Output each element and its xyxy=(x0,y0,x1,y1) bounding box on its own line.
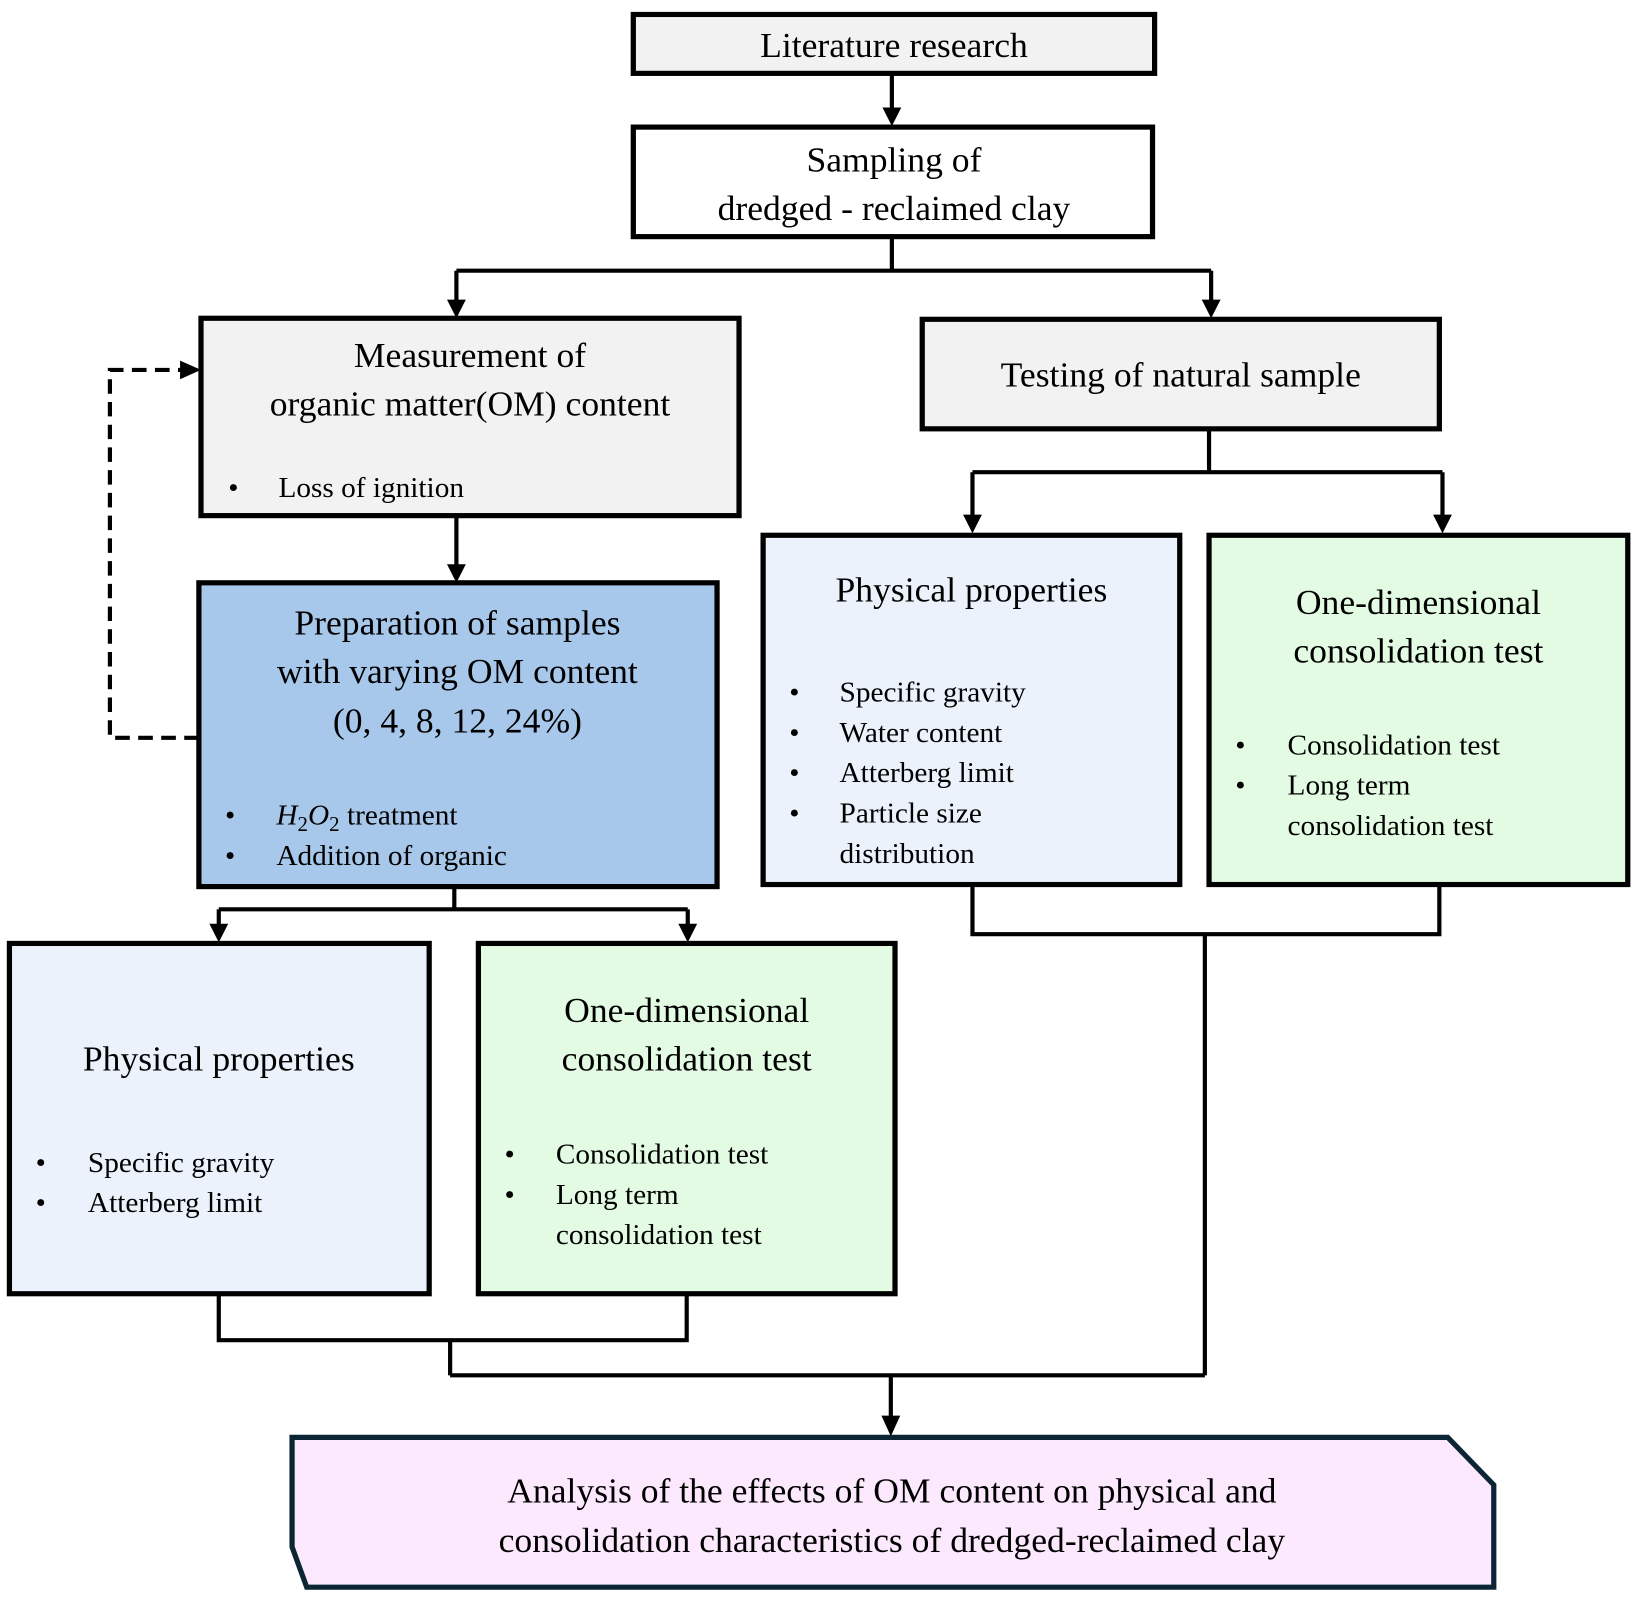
arrowhead-icon xyxy=(882,107,902,127)
bullet-item: Water content xyxy=(840,717,1003,749)
node-analysis: Analysis of the effects of OM content on… xyxy=(289,1434,1497,1590)
bullet-icon: • xyxy=(1235,770,1245,802)
node-literature-research: Literature research xyxy=(630,11,1158,76)
bullet-icon: • xyxy=(789,757,799,789)
node-preparation: Preparation of samples with varying OM c… xyxy=(196,580,720,890)
bullet-item: Loss of ignition xyxy=(278,472,464,504)
node-natural-physical: Physical properties • Specific gravity •… xyxy=(760,532,1183,888)
node-title-line: (0, 4, 8, 12, 24%) xyxy=(333,701,582,741)
bullet-item: Specific gravity xyxy=(88,1147,275,1179)
bullet-icon: • xyxy=(789,717,799,749)
node-title-line: consolidation test xyxy=(1293,631,1543,671)
node-prepared-physical: Physical properties • Specific gravity •… xyxy=(6,940,432,1297)
bullet-item: Specific gravity xyxy=(840,677,1027,709)
bullet-icon: • xyxy=(789,677,799,709)
arrowhead-icon xyxy=(1201,299,1221,319)
bullet-item: Long term xyxy=(556,1179,679,1211)
arrowhead-icon xyxy=(180,360,201,380)
bullet-icon: • xyxy=(225,840,235,872)
node-sampling: Sampling of dredged - reclaimed clay xyxy=(630,124,1156,240)
node-title-line: Analysis of the effects of OM content on… xyxy=(507,1471,1277,1511)
bullet-item: Addition of organic xyxy=(276,840,507,872)
node-title: Testing of natural sample xyxy=(1001,355,1361,395)
node-title-line: Measurement of xyxy=(354,335,586,375)
node-title-line: One-dimensional xyxy=(1296,582,1541,622)
bullet-icon: • xyxy=(505,1179,515,1211)
node-title-line: organic matter(OM) content xyxy=(270,384,671,424)
node-natural-sample: Testing of natural sample xyxy=(919,316,1442,432)
node-title: Literature research xyxy=(760,25,1028,65)
bullet-icon: • xyxy=(1235,729,1245,761)
arrowhead-icon xyxy=(1433,514,1452,534)
bullet-item-continued: consolidation test xyxy=(1288,810,1494,842)
node-title-line: consolidation characteristics of dredged… xyxy=(499,1520,1286,1560)
bullet-icon: • xyxy=(36,1147,46,1179)
bullet-item: Long term xyxy=(1288,770,1411,802)
bullet-item: Consolidation test xyxy=(1288,729,1500,761)
bullet-item: Atterberg limit xyxy=(840,757,1014,789)
bullet-item-formula: H2O2 treatment xyxy=(275,800,457,836)
arrowhead-icon xyxy=(446,564,466,583)
bullet-item-continued: consolidation test xyxy=(556,1219,762,1251)
connectors xyxy=(107,74,1452,1437)
edge-prepared-merge xyxy=(216,1293,689,1343)
node-title-line: consolidation test xyxy=(562,1039,812,1079)
edge-feedback-dashed xyxy=(107,367,199,740)
node-title-line: dredged - reclaimed clay xyxy=(718,188,1071,228)
bullet-item: Particle size xyxy=(840,798,982,830)
node-title: Physical properties xyxy=(83,1039,355,1079)
node-prepared-consolidation: One-dimensional consolidation test • Con… xyxy=(475,940,898,1297)
bullet-item: Consolidation test xyxy=(556,1139,768,1171)
node-title-line: One-dimensional xyxy=(564,990,809,1030)
node-title-line: Preparation of samples xyxy=(294,603,620,643)
node-title-line: Sampling of xyxy=(806,140,981,180)
arrowhead-icon xyxy=(963,514,982,534)
bullet-icon: • xyxy=(225,800,235,832)
arrowhead-icon xyxy=(446,299,466,319)
arrowhead-icon xyxy=(678,923,698,943)
node-title-line: with varying OM content xyxy=(277,651,638,691)
edge-natural-merge xyxy=(970,885,1442,937)
arrowhead-icon xyxy=(881,1415,901,1437)
node-natural-consolidation: One-dimensional consolidation test • Con… xyxy=(1206,532,1631,888)
node-measurement: Measurement of organic matter(OM) conten… xyxy=(198,315,742,519)
bullet-icon: • xyxy=(505,1139,515,1171)
bullet-icon: • xyxy=(789,798,799,830)
bullet-item: Atterberg limit xyxy=(88,1187,262,1219)
arrowhead-icon xyxy=(209,923,229,943)
bullet-icon: • xyxy=(36,1187,46,1219)
bullet-item-continued: distribution xyxy=(840,838,976,870)
bullet-icon: • xyxy=(228,472,238,504)
node-title: Physical properties xyxy=(836,570,1108,610)
